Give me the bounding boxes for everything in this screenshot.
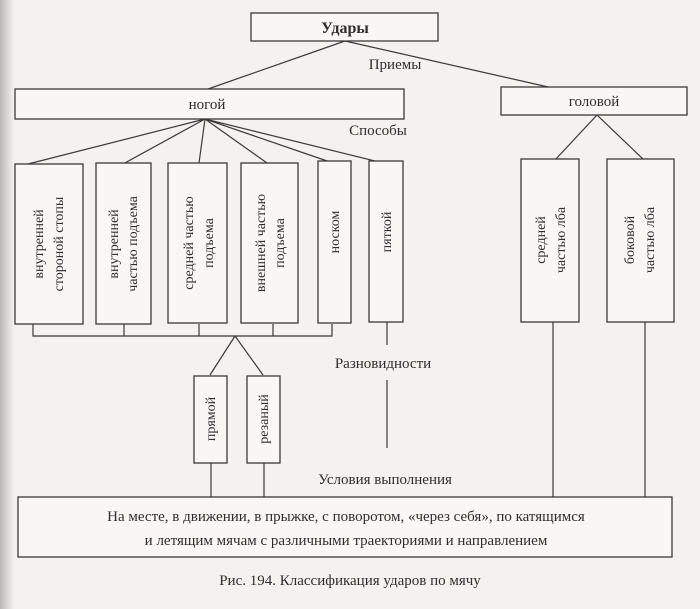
- edge-root-foot: [207, 40, 346, 90]
- method-label-line2: стороной стопы: [52, 196, 67, 291]
- edge-head-m1: [554, 114, 598, 161]
- edge-var-straight: [209, 335, 236, 376]
- head-method-1: средней частью лба: [520, 158, 580, 323]
- level-label-methods: Способы: [349, 123, 407, 139]
- edge-var-curved: [234, 335, 264, 376]
- root-box: [250, 12, 439, 42]
- variety-curved: резаный: [246, 375, 281, 464]
- level-label-varieties: Разновидности: [335, 356, 431, 372]
- foot-label: ногой: [189, 97, 226, 113]
- method-box: [368, 160, 404, 323]
- variety-label: резаный: [257, 394, 272, 444]
- method-box: [14, 163, 84, 325]
- level-label-conditions: Условия выполнения: [318, 472, 452, 488]
- method-label-line2: частью подъема: [126, 195, 141, 291]
- foot-method-1: внутренней стороной стопы: [14, 163, 84, 325]
- method-label-line1: внутренней: [107, 209, 122, 279]
- foot-method-3: средней частью подъема: [167, 162, 228, 324]
- edge-foot-m3: [198, 118, 206, 164]
- variety-straight: прямой: [193, 375, 228, 464]
- method-label-line1: носком: [328, 210, 343, 253]
- method-label-line1: внешней частью: [254, 194, 269, 292]
- technique-foot: ногой: [14, 88, 405, 120]
- head-box: [500, 86, 688, 116]
- variety-box: [246, 375, 281, 464]
- edge-foot-m6: [204, 118, 384, 164]
- method-box: [167, 162, 228, 324]
- edge-foot-m2: [122, 118, 206, 165]
- foot-method-2: внутренней частью подъема: [95, 162, 152, 325]
- method-label-line1: внутренней: [32, 209, 47, 279]
- root-node: Удары: [250, 12, 439, 42]
- head-label: головой: [569, 94, 620, 110]
- foot-method-4: внешней частью подъема: [240, 162, 299, 324]
- head-method-2: боковой частью лба: [606, 158, 675, 323]
- variety-label: прямой: [204, 396, 219, 441]
- figure-caption: Рис. 194. Классификация ударов по мячу: [219, 573, 481, 589]
- method-box: [317, 160, 352, 324]
- method-label-line1: пяткой: [380, 211, 395, 252]
- foot-method-5: носком: [317, 160, 352, 324]
- root-label: Удары: [321, 20, 369, 37]
- foot-box: [14, 88, 405, 120]
- methods-bracket: [32, 324, 333, 337]
- method-label-line2: частью лба: [554, 206, 569, 273]
- conditions-box: [17, 496, 673, 558]
- method-label-line2: подъема: [202, 217, 217, 267]
- conditions-line1: На месте, в движении, в прыжке, с поворо…: [107, 509, 585, 525]
- edge-foot-m5: [204, 118, 334, 164]
- connectors: [27, 40, 646, 497]
- conditions-node: На месте, в движении, в прыжке, с поворо…: [17, 496, 673, 558]
- technique-head: головой: [500, 86, 688, 116]
- edge-root-head: [344, 40, 558, 90]
- method-box: [240, 162, 299, 324]
- method-label-line1: средней частью: [182, 196, 197, 290]
- level-label-techniques: Приемы: [369, 57, 422, 73]
- method-box: [606, 158, 675, 323]
- method-box: [95, 162, 152, 325]
- conditions-line2: и летящим мячам с различными траекториям…: [145, 533, 548, 549]
- method-label-line2: частью лба: [643, 206, 658, 273]
- edge-foot-m4: [204, 118, 268, 164]
- method-label-line1: средней: [534, 216, 549, 264]
- edge-head-m2: [596, 114, 645, 161]
- foot-method-6: пяткой: [368, 160, 404, 323]
- method-label-line1: боковой: [623, 215, 638, 264]
- page-edge-shadow: [0, 0, 14, 609]
- variety-box: [193, 375, 228, 464]
- method-box: [520, 158, 580, 323]
- edge-foot-m1: [27, 118, 206, 165]
- method-label-line2: подъема: [273, 217, 288, 267]
